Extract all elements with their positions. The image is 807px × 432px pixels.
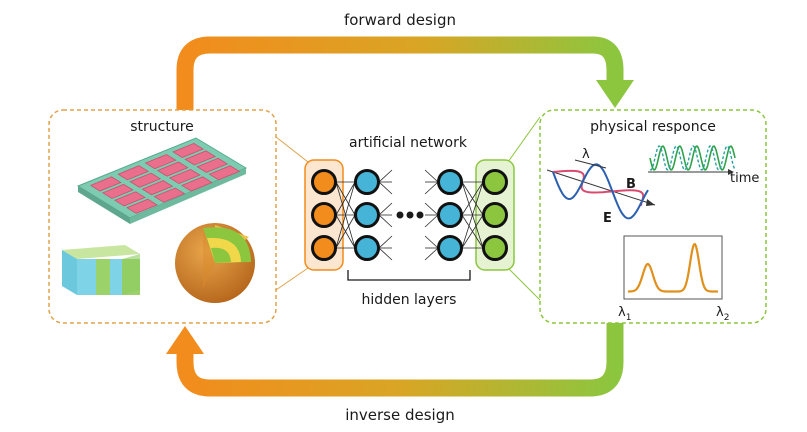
core-shell-sphere bbox=[175, 223, 255, 303]
network-node bbox=[311, 235, 337, 261]
metasurface-pad bbox=[196, 157, 229, 173]
network-edge-stub bbox=[378, 214, 393, 228]
network-node bbox=[482, 202, 508, 228]
spectrum-plot: λ1 λ2 bbox=[618, 235, 729, 323]
network-edge bbox=[461, 214, 484, 249]
metasurface-pad bbox=[144, 154, 177, 170]
metasurface-pad bbox=[101, 183, 134, 199]
network-edge-stub bbox=[378, 169, 393, 183]
network-node bbox=[311, 202, 337, 228]
network-node bbox=[482, 169, 508, 195]
lambda-label: λ bbox=[582, 147, 590, 162]
metasurface-pad bbox=[117, 165, 150, 181]
e-label: E bbox=[603, 211, 612, 226]
network-node bbox=[354, 169, 380, 195]
network-node bbox=[437, 169, 463, 195]
network-node bbox=[482, 235, 508, 261]
time-label: time bbox=[730, 171, 759, 186]
metasurface-pad bbox=[208, 165, 241, 181]
network-edge bbox=[335, 181, 356, 216]
metasurface-pad bbox=[126, 198, 158, 214]
network-edge-stub bbox=[424, 169, 439, 183]
metasurface-pad bbox=[184, 150, 217, 166]
response-connectors bbox=[507, 116, 541, 301]
network-edge bbox=[335, 214, 356, 249]
forward-arrow bbox=[176, 36, 634, 110]
lambda1-label: λ1 bbox=[618, 305, 631, 323]
b-label: B bbox=[626, 177, 636, 192]
ellipsis-icon bbox=[396, 211, 424, 219]
metasurface-pad bbox=[129, 172, 162, 188]
time-signal: time bbox=[648, 145, 759, 186]
metasurface-plate bbox=[76, 137, 248, 224]
forward-label: forward design bbox=[344, 11, 456, 29]
network-node bbox=[354, 202, 380, 228]
network-edge-stub bbox=[424, 247, 439, 261]
network-edge-stub bbox=[378, 202, 393, 216]
network-edge-stub bbox=[378, 181, 393, 195]
hidden-bracket bbox=[347, 270, 471, 281]
metasurface-pad bbox=[114, 191, 146, 207]
metasurface-pad bbox=[89, 176, 122, 192]
metasurface-pad bbox=[181, 176, 213, 192]
network-node bbox=[354, 235, 380, 261]
network-node bbox=[437, 202, 463, 228]
network-title: artificial network bbox=[349, 135, 468, 151]
structure-title: structure bbox=[130, 119, 194, 135]
metasurface-pad bbox=[172, 142, 204, 158]
network-edge-stub bbox=[378, 247, 393, 261]
network-edge-stub bbox=[424, 202, 439, 216]
structure-connectors bbox=[275, 136, 309, 291]
network-edge-stub bbox=[424, 235, 439, 249]
network-edge-stub bbox=[378, 235, 393, 249]
network-edge bbox=[461, 181, 484, 216]
network-edge bbox=[335, 181, 356, 249]
layered-block bbox=[62, 245, 140, 295]
metasurface-pad bbox=[141, 180, 174, 196]
network-nodes bbox=[311, 169, 508, 261]
network-node bbox=[437, 235, 463, 261]
inverse-arrow bbox=[166, 322, 624, 397]
em-wave: λ B E bbox=[546, 147, 656, 226]
network-edges bbox=[335, 169, 484, 261]
metasurface-pad bbox=[156, 161, 189, 177]
response-title: physical responce bbox=[590, 119, 716, 135]
metasurface-pad bbox=[153, 187, 186, 203]
network-edge bbox=[461, 181, 484, 249]
lambda2-label: λ2 bbox=[716, 305, 729, 323]
network-edge-stub bbox=[424, 181, 439, 195]
network-edge-stub bbox=[424, 214, 439, 228]
metasurface-pad bbox=[168, 168, 201, 185]
hidden-label: hidden layers bbox=[362, 292, 457, 308]
inverse-label: inverse design bbox=[345, 406, 455, 424]
network-node bbox=[311, 169, 337, 195]
